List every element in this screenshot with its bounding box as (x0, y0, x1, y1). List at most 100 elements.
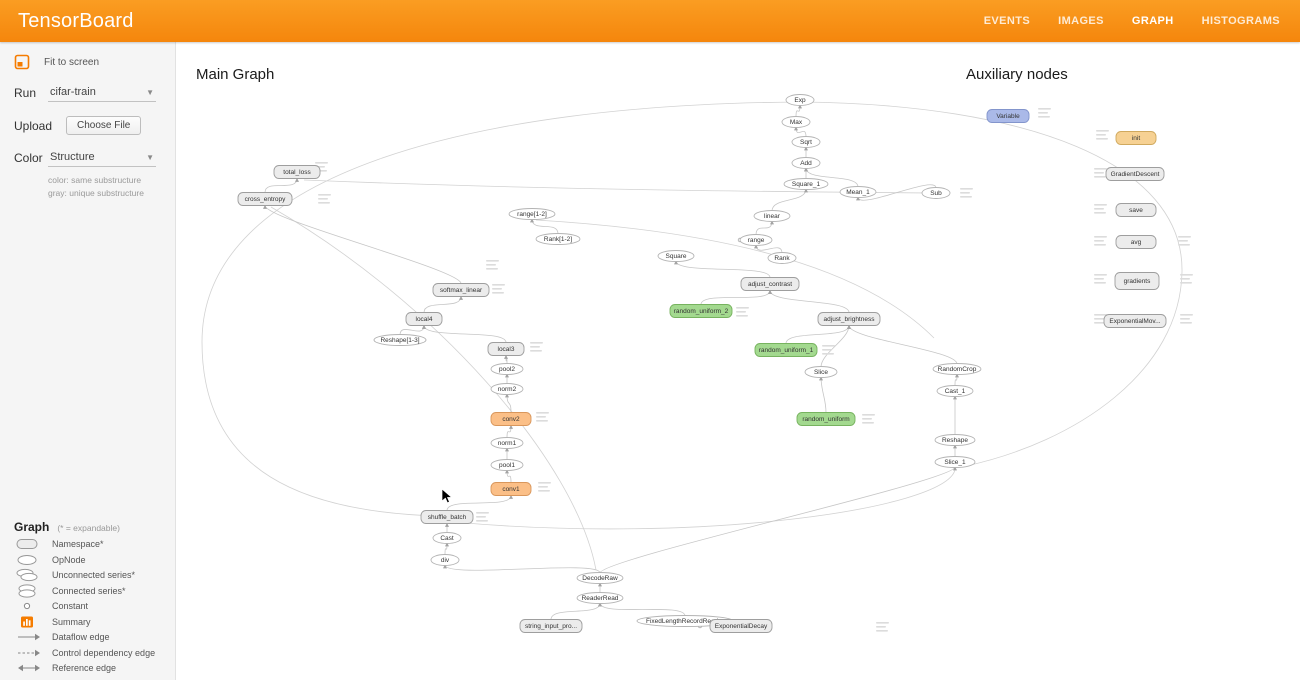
graph-node-label: Cast_1 (945, 388, 966, 395)
graph-node-label: adjust_brightness (824, 316, 876, 323)
run-select[interactable]: cifar-train ▼ (48, 84, 156, 102)
graph-node-init[interactable]: init (1115, 131, 1157, 145)
graph-node-rank12[interactable]: Rank[1-2] (535, 233, 581, 245)
graph-node-label: Exp (794, 97, 806, 104)
graph-node-fixed_length[interactable]: FixedLengthRecordReader (636, 615, 734, 627)
graph-node-range12[interactable]: range[1-2] (508, 208, 556, 220)
graph-node-random_crop[interactable]: RandomCrop (932, 363, 982, 375)
graph-node-local3[interactable]: local3 (487, 342, 525, 356)
opnode-icon (14, 552, 52, 568)
graph-edge-string_input-reader_read (550, 602, 602, 620)
graph-node-avg[interactable]: avg (1115, 235, 1157, 249)
graph-node-add[interactable]: Add (791, 157, 821, 169)
fit-to-screen-icon[interactable] (14, 54, 30, 70)
graph-node-label: softmax_linear (440, 287, 483, 294)
graph-node-shuffle_batch[interactable]: shuffle_batch (420, 510, 474, 524)
nav-tab-histograms[interactable]: HISTOGRAMS (1201, 15, 1280, 27)
graph-node-random_uniform[interactable]: random_uniform (796, 412, 856, 426)
graph-edge-range-linear (755, 220, 774, 236)
graph-node-mean_1[interactable]: Mean_1 (839, 186, 877, 198)
graph-node-sqrt[interactable]: Sqrt (791, 136, 821, 148)
graph-edge-decode_raw-div (443, 564, 601, 574)
fit-to-screen-label: Fit to screen (44, 56, 100, 68)
annotation-cluster (1094, 274, 1107, 284)
graph-node-linear[interactable]: linear (753, 210, 791, 222)
nav-tab-images[interactable]: IMAGES (1058, 15, 1104, 27)
graph-node-range[interactable]: range (739, 234, 773, 246)
graph-edge-decode_raw-slice_1 (599, 466, 957, 574)
graph-node-random_uniform_1[interactable]: random_uniform_1 (754, 343, 818, 357)
graph-node-label: conv1 (502, 486, 520, 493)
graph-node-conv2[interactable]: conv2 (490, 412, 532, 426)
graph-node-cross_entropy[interactable]: cross_entropy (237, 192, 293, 206)
graph-node-save[interactable]: save (1115, 203, 1157, 217)
graph-node-reshape13[interactable]: Reshape[1-3] (373, 334, 427, 346)
graph-node-conv1[interactable]: conv1 (490, 482, 532, 496)
upload-label: Upload (14, 118, 53, 133)
annotation-cluster (736, 307, 749, 317)
graph-node-random_uniform_2[interactable]: random_uniform_2 (669, 304, 733, 318)
graph-node-decode_raw[interactable]: DecodeRaw (576, 572, 624, 584)
graph-node-variable[interactable]: Variable (986, 109, 1030, 123)
graph-node-label: ExponentialDecay (715, 623, 768, 630)
graph-node-exp_moving[interactable]: ExponentialMov... (1103, 314, 1167, 328)
graph-node-softmax_linear[interactable]: softmax_linear (432, 283, 490, 297)
graph-node-pool2[interactable]: pool2 (490, 363, 524, 375)
graph-annotation-clusters (315, 108, 1193, 632)
upload-row: Upload Choose File (0, 109, 175, 142)
graph-edge-random_crop-adjust_brightness (847, 324, 958, 365)
color-note-1: color: same substructure (48, 175, 142, 185)
annotation-cluster (492, 284, 505, 294)
graph-node-pool1[interactable]: pool1 (490, 459, 524, 471)
annotation-cluster (536, 412, 549, 422)
choose-file-button[interactable]: Choose File (66, 116, 142, 135)
graph-node-label: range[1-2] (517, 211, 547, 218)
graph-node-gradient_descent[interactable]: GradientDescent (1105, 167, 1165, 181)
graph-node-square[interactable]: Square (657, 250, 695, 262)
graph-node-label: Max (790, 119, 803, 126)
graph-edge-max-exp (795, 104, 802, 118)
legend-item-namespace: Namespace* (14, 537, 176, 553)
graph-node-adjust_brightness[interactable]: adjust_brightness (817, 312, 881, 326)
series-connected-icon (14, 583, 52, 599)
main-graph-title: Main Graph (196, 66, 275, 83)
graph-node-gradients[interactable]: gradients (1114, 272, 1160, 290)
graph-node-rank_2[interactable]: Rank (767, 252, 797, 264)
graph-node-adjust_contrast[interactable]: adjust_contrast (740, 277, 800, 291)
graph-node-reader_read[interactable]: ReaderRead (576, 592, 624, 604)
nav-tab-events[interactable]: EVENTS (983, 15, 1031, 27)
graph-node-cast_1[interactable]: Cast_1 (936, 385, 974, 397)
graph-node-reshape[interactable]: Reshape (934, 434, 976, 446)
graph-node-total_loss[interactable]: total_loss (273, 165, 321, 179)
graph-node-cast[interactable]: Cast (432, 532, 462, 544)
graph-sweep-edge (453, 469, 956, 530)
graph-node-label: total_loss (283, 169, 311, 176)
graph-node-label: pool2 (499, 366, 515, 373)
auxiliary-nodes-title: Auxiliary nodes (966, 66, 1068, 83)
annotation-cluster (318, 194, 331, 204)
annotation-cluster (1094, 314, 1107, 324)
graph-node-exp_decay[interactable]: ExponentialDecay (709, 619, 773, 633)
graph-edge-local3-local4 (422, 324, 507, 343)
graph-node-div[interactable]: div (430, 554, 460, 566)
graph-node-sub[interactable]: Sub (921, 187, 951, 199)
graph-node-norm1[interactable]: norm1 (490, 437, 524, 449)
graph-node-label: DecodeRaw (582, 575, 618, 582)
graph-node-label: shuffle_batch (428, 514, 467, 521)
graph-node-norm2[interactable]: norm2 (490, 383, 524, 395)
cursor-arrow-icon (441, 488, 453, 504)
graph-node-square_1[interactable]: Square_1 (783, 178, 829, 190)
graph-node-slice_1[interactable]: Slice_1 (934, 456, 976, 468)
graph-node-slice[interactable]: Slice (804, 366, 838, 378)
graph-node-exp[interactable]: Exp (785, 94, 815, 106)
graph-node-local4[interactable]: local4 (405, 312, 443, 326)
graph-node-label: random_uniform (802, 416, 849, 423)
nav-tab-graph[interactable]: GRAPH (1131, 15, 1174, 27)
legend-item-dataflow: Dataflow edge (14, 630, 176, 646)
annotation-cluster (1178, 236, 1191, 246)
color-select[interactable]: Structure ▼ (48, 149, 156, 167)
graph-edge-cross_entropy-total_loss (264, 177, 299, 193)
graph-node-max[interactable]: Max (781, 116, 811, 128)
graph-node-string_input[interactable]: string_input_pro... (519, 619, 583, 633)
